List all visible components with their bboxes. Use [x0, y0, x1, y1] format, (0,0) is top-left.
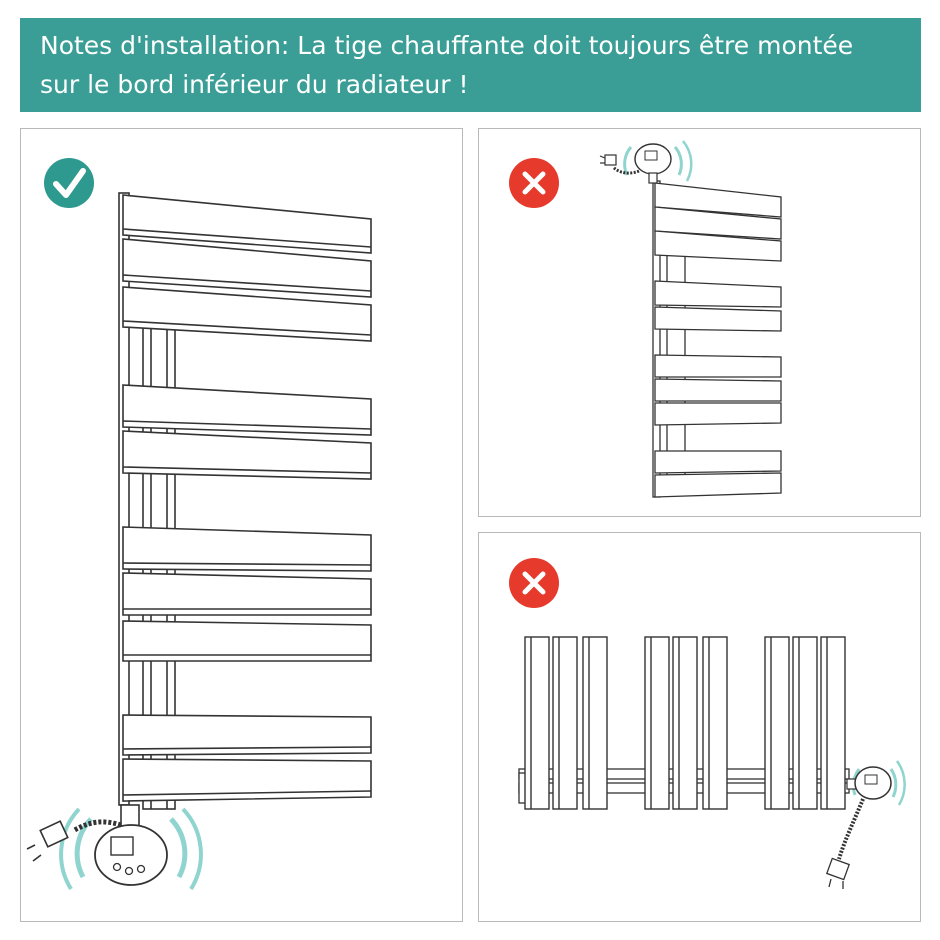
header-line-2: sur le bord inférieur du radiateur !	[40, 70, 469, 99]
cross-icon	[509, 158, 559, 208]
header-line-1: Notes d'installation: La tige chauffante…	[40, 31, 854, 60]
correct-radiator-illustration	[26, 158, 372, 891]
radiator-bars	[122, 194, 372, 802]
header-banner: Notes d'installation: La tige chauffante…	[20, 18, 921, 112]
radiator-bars	[654, 182, 782, 498]
heating-element	[846, 760, 906, 806]
power-plug-icon	[26, 819, 122, 862]
heating-element	[59, 804, 203, 891]
wrong-top-radiator-illustration	[509, 140, 782, 498]
panel-wrong-horizontal	[478, 532, 921, 922]
heating-element	[623, 140, 693, 184]
radiator-bars	[524, 636, 846, 810]
panel-correct	[20, 128, 463, 922]
cross-icon	[509, 558, 559, 608]
power-plug-icon	[825, 798, 865, 889]
panel-wrong-top	[478, 128, 921, 517]
wrong-horizontal-radiator-illustration	[509, 558, 906, 889]
power-plug-icon	[599, 154, 640, 175]
check-icon	[44, 158, 94, 208]
